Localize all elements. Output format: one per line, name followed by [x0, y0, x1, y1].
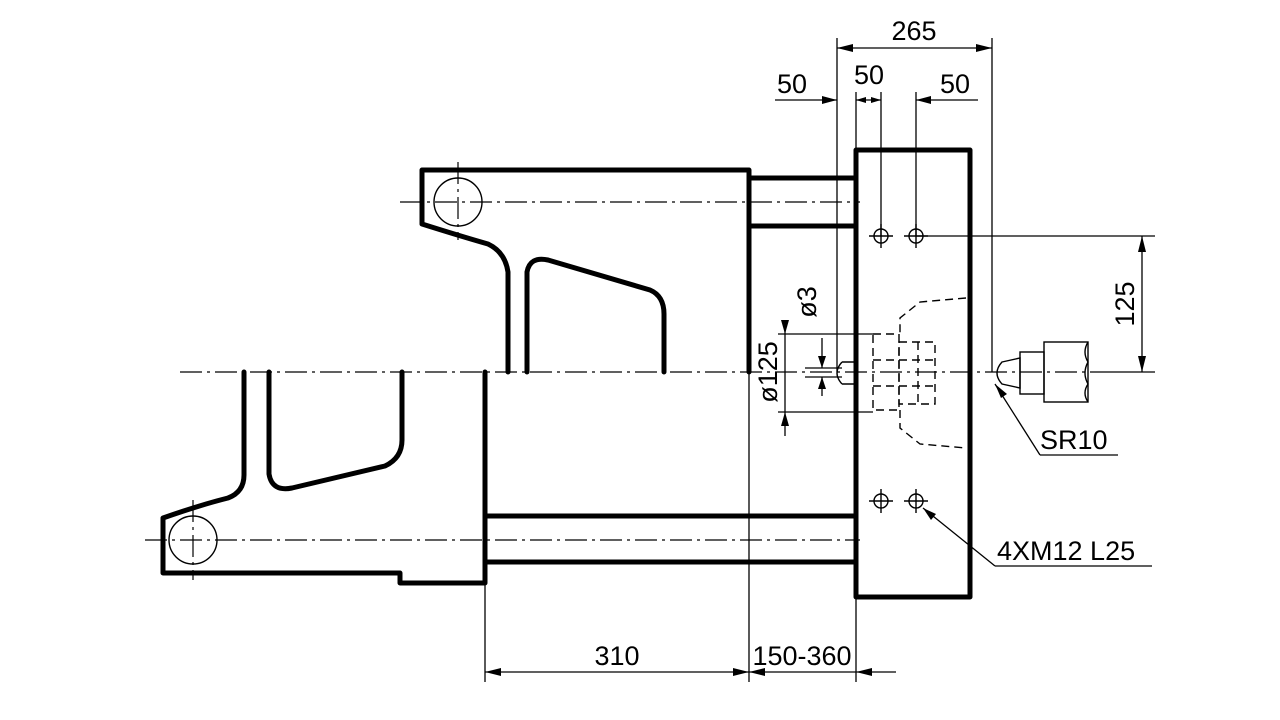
- upper-toggle-link: [419, 167, 752, 375]
- lower-pin-circle: [168, 515, 218, 565]
- right-offset-label: 50: [940, 69, 970, 99]
- bottom-right-dimension-label: 150-360: [752, 641, 851, 671]
- middle-offset-label: 50: [854, 60, 884, 90]
- dimension-labels: 265 50 50 50 125 ø3 ø125 SR10 4XM12 L25 …: [594, 16, 1140, 671]
- center-lines: [145, 162, 1100, 580]
- bolt-hole: [904, 489, 928, 513]
- tie-bars: [482, 175, 859, 565]
- lower-toggle-link: [160, 369, 488, 586]
- bottom-left-dimension-label: 310: [594, 641, 639, 671]
- nozzle-hole-diameter-label: ø3: [792, 286, 822, 318]
- left-offset-label: 50: [777, 69, 807, 99]
- vertical-spacing-label: 125: [1110, 281, 1140, 326]
- bolt-holes-label: 4XM12 L25: [997, 536, 1135, 566]
- extension-lines: [484, 38, 1155, 682]
- nozzle-radius-label: SR10: [1040, 425, 1108, 455]
- dimension-lines: [485, 44, 1146, 676]
- injection-nozzle: [996, 341, 1089, 403]
- overall-width-label: 265: [891, 16, 936, 46]
- fixed-platen: [853, 147, 973, 600]
- locating-ring-hidden-lines: [836, 297, 967, 449]
- upper-pin-circle: [433, 177, 483, 227]
- leader-lines: [922, 383, 1152, 567]
- bolt-hole: [869, 489, 893, 513]
- locating-ring-diameter-label: ø125: [753, 341, 783, 403]
